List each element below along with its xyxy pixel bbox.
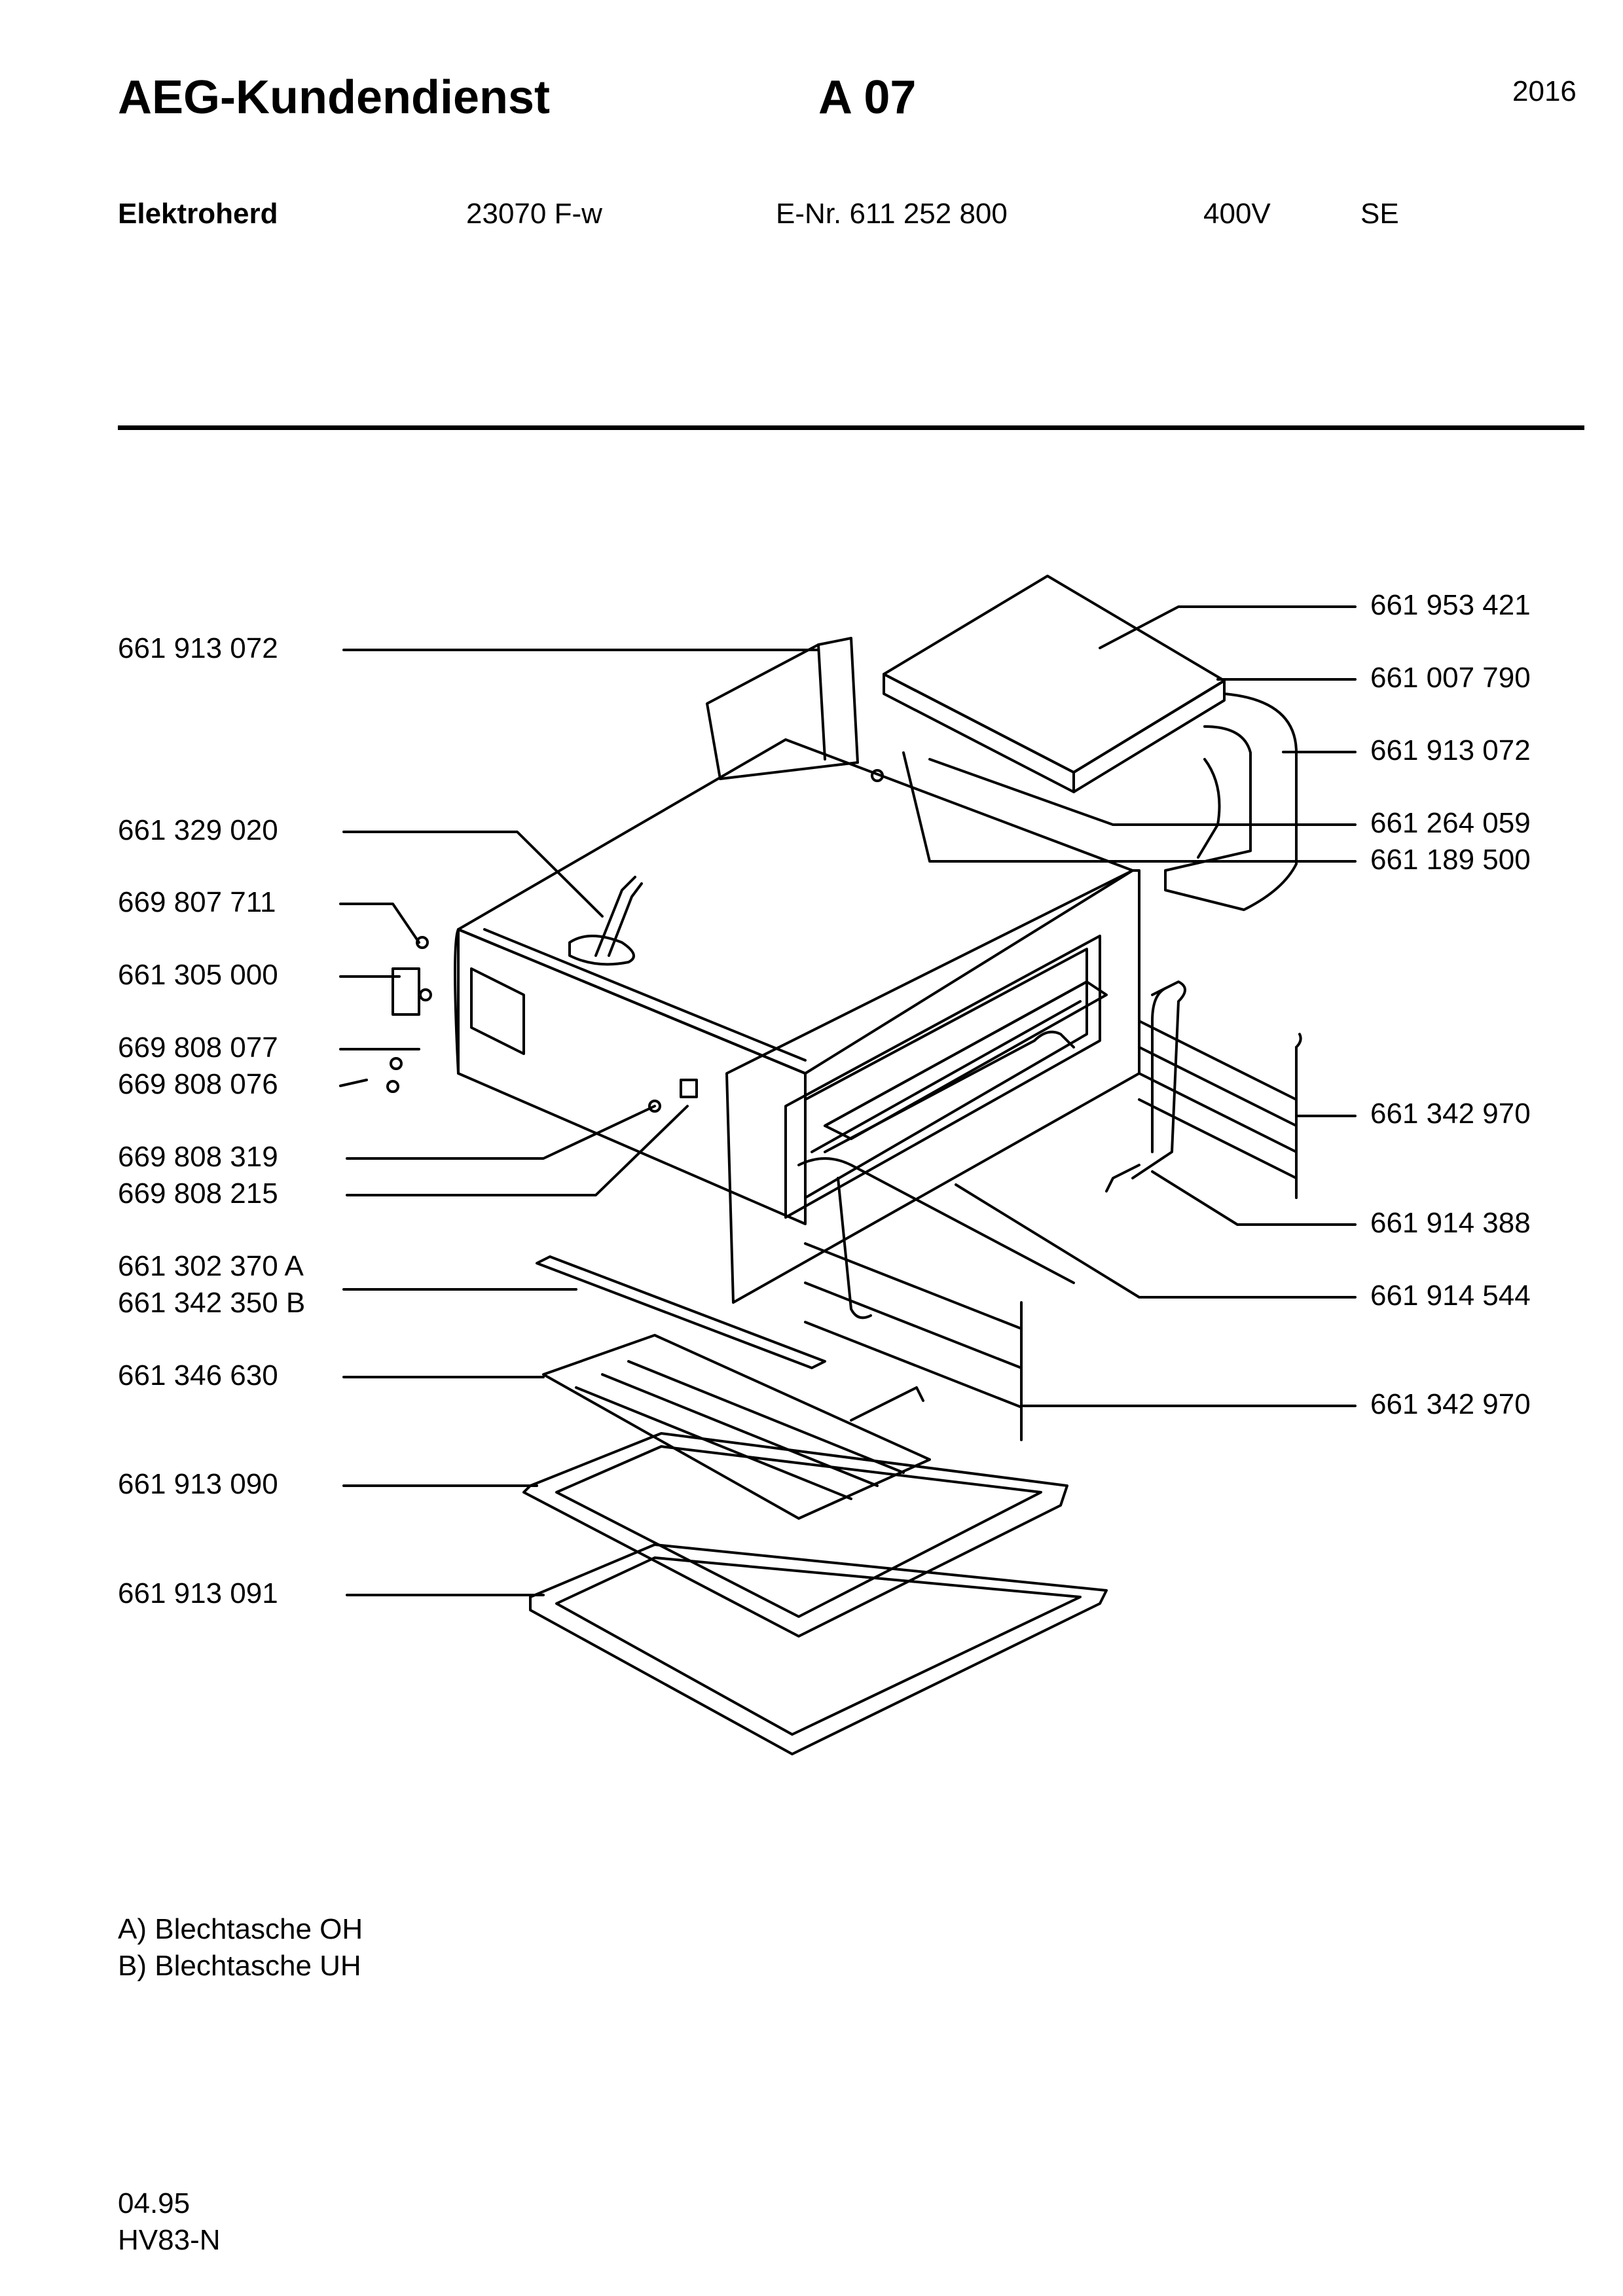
part-label-left: 661 913 091 bbox=[118, 1577, 278, 1609]
baffle-plate bbox=[536, 1255, 826, 1369]
baking-tray bbox=[522, 1432, 1068, 1638]
grill-rack bbox=[542, 1334, 931, 1520]
part-label-left: 661 329 020 bbox=[118, 814, 278, 846]
part-label-left: 669 808 215 bbox=[118, 1177, 278, 1210]
lower-heating-element bbox=[797, 1030, 1075, 1319]
part-label-left: 661 913 090 bbox=[118, 1468, 278, 1500]
part-label-right: 661 342 970 bbox=[1370, 1388, 1531, 1420]
part-label-right: 661 914 388 bbox=[1370, 1207, 1531, 1239]
part-label-right: 661 913 072 bbox=[1370, 734, 1531, 766]
part-label-right: 661 914 544 bbox=[1370, 1280, 1531, 1312]
note-b: B) Blechtasche UH bbox=[118, 1950, 361, 1982]
flat-tray bbox=[529, 1543, 1108, 1755]
upper-heating-element bbox=[1105, 980, 1186, 1193]
voltage: 400V bbox=[1203, 198, 1271, 230]
country-code: SE bbox=[1360, 198, 1399, 230]
product-name: Elektroherd bbox=[118, 198, 278, 230]
part-label-right: 661 189 500 bbox=[1370, 844, 1531, 876]
footer-date: 04.95 bbox=[118, 2187, 191, 2219]
year: 2016 bbox=[1512, 75, 1577, 107]
part-label-right: 661 342 970 bbox=[1370, 1098, 1531, 1130]
e-number: E-Nr. 611 252 800 bbox=[776, 198, 1008, 230]
footer-code: HV83-N bbox=[118, 2224, 221, 2256]
brand-title: AEG-Kundendienst bbox=[118, 71, 550, 124]
part-label-left: 669 807 711 bbox=[118, 886, 276, 918]
part-label-left: 661 305 000 bbox=[118, 959, 278, 991]
note-a: A) Blechtasche OH bbox=[118, 1913, 363, 1945]
hinge-bracket bbox=[392, 967, 525, 1055]
part-label-left: 669 808 077 bbox=[118, 1031, 278, 1064]
part-label-right: 661 264 059 bbox=[1370, 807, 1531, 839]
shelf-runner-left bbox=[804, 1242, 1023, 1441]
part-label-left: 669 808 319 bbox=[118, 1141, 278, 1173]
screws bbox=[386, 769, 884, 1113]
part-label-left: 661 346 630 bbox=[118, 1359, 278, 1391]
top-insulation-mat bbox=[883, 575, 1298, 911]
shelf-runner-right bbox=[1138, 1020, 1302, 1199]
model-number: 23070 F-w bbox=[466, 198, 602, 230]
back-insulation-panel bbox=[706, 637, 859, 780]
oven-cavity-housing bbox=[454, 738, 1140, 1304]
leader-lines-left bbox=[339, 649, 820, 1596]
header-divider bbox=[118, 425, 1584, 430]
vent-pipe bbox=[568, 876, 643, 966]
part-label-left: 661 342 350 B bbox=[118, 1287, 306, 1319]
part-label-right: 661 007 790 bbox=[1370, 662, 1531, 694]
leader-lines-right bbox=[902, 605, 1357, 1407]
part-label-right: 661 953 421 bbox=[1370, 589, 1531, 621]
part-label-left: 669 808 076 bbox=[118, 1068, 278, 1100]
part-label-left: 661 913 072 bbox=[118, 632, 278, 664]
page-code: A 07 bbox=[818, 71, 917, 124]
part-label-left: 661 302 370 A bbox=[118, 1250, 304, 1282]
